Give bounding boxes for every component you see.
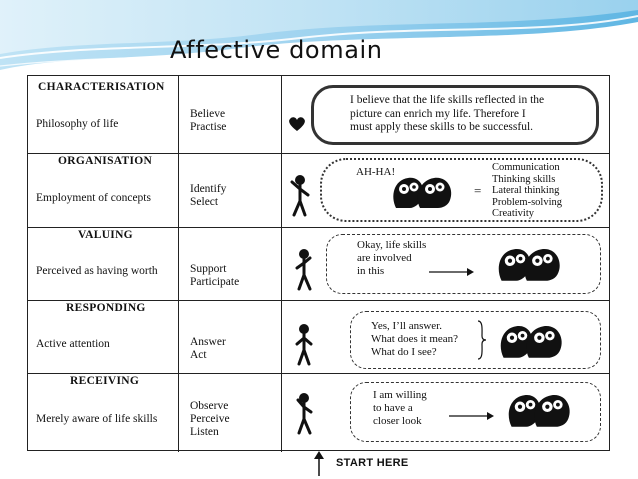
bubble-line: must apply these skills to be successful…: [350, 121, 534, 133]
equals-sign: =: [474, 183, 482, 198]
level-name: RECEIVING: [70, 375, 140, 387]
verb: Believe: [190, 108, 226, 120]
level-row-organisation: ORGANISATION Employment of concepts Iden…: [28, 154, 609, 228]
skill-item: Communication: [492, 162, 560, 173]
bubble-line: picture can enrich my life. Therefore I: [350, 107, 526, 120]
level-verbs: Observe Perceive Listen: [190, 400, 230, 439]
level-description: Active attention: [36, 338, 110, 350]
thought-bubble: AH-HA! = Communication Thinking skills L…: [320, 158, 603, 222]
level-description: Perceived as having worth: [36, 265, 158, 277]
stick-figure-icon: [296, 393, 313, 435]
arrow-right-icon: [429, 268, 474, 276]
slide-header: Affective domain: [0, 0, 638, 78]
thinking-heads-icon: [500, 325, 562, 358]
bubble-line: AH-HA!: [356, 166, 396, 178]
speech-bubble: I am willing to have a closer look: [350, 382, 601, 442]
bubble-line: to have a: [373, 402, 413, 414]
bubble-line: Yes, I’ll answer.: [371, 320, 442, 332]
level-verbs: Support Participate: [190, 263, 239, 289]
verb: Listen: [190, 426, 219, 438]
level-verbs: Identify Select: [190, 183, 226, 209]
level-verbs: Answer Act: [190, 336, 226, 362]
stick-figure-icon: [290, 175, 310, 217]
verb: Participate: [190, 276, 240, 288]
thinking-heads-icon: [393, 177, 452, 208]
speech-bubble: Yes, I’ll answer. What does it mean? Wha…: [350, 311, 601, 369]
level-verbs: Believe Practise: [190, 108, 226, 134]
bubble-line: in this: [357, 265, 385, 277]
bubble-line: are involved: [357, 252, 412, 264]
bubble-line: What do I see?: [371, 346, 437, 358]
thinking-heads-icon: [498, 248, 560, 281]
verb: Observe: [190, 400, 229, 412]
bubble-line: closer look: [373, 415, 422, 427]
speech-bubble: I believe that the life skills reflected…: [311, 85, 599, 145]
level-name: VALUING: [78, 229, 133, 241]
level-name: RESPONDING: [66, 302, 146, 314]
verb: Support: [190, 263, 227, 275]
slide-title: Affective domain: [170, 36, 383, 64]
level-description: Philosophy of life: [36, 118, 119, 130]
skill-item: Thinking skills: [492, 173, 556, 185]
verb: Answer: [190, 336, 226, 348]
arrow-up-icon: [314, 451, 324, 476]
level-row-receiving: RECEIVING Merely aware of life skills Ob…: [28, 374, 609, 452]
bubble-line: What does it mean?: [371, 333, 459, 345]
speech-bubble: Okay, life skills are involved in this: [326, 234, 601, 294]
heart-icon: [289, 117, 305, 131]
level-name: ORGANISATION: [58, 155, 153, 167]
bubble-line: Okay, life skills: [357, 239, 427, 251]
verb: Perceive: [190, 413, 230, 425]
skill-item: Lateral thinking: [492, 185, 560, 196]
bubble-line: I am willing: [373, 389, 427, 401]
level-description: Employment of concepts: [36, 192, 151, 204]
level-row-responding: RESPONDING Active attention Answer Act Y…: [28, 301, 609, 374]
brace-icon: [477, 320, 487, 360]
verb: Act: [190, 349, 207, 361]
verb: Practise: [190, 121, 227, 133]
level-name: CHARACTERISATION: [38, 81, 165, 93]
thinking-heads-icon: [508, 394, 570, 427]
stick-figure-icon: [295, 249, 312, 291]
skill-item: Creativity: [492, 208, 534, 219]
skill-item: Problem-solving: [492, 196, 562, 208]
affective-levels-table: CHARACTERISATION Philosophy of life Beli…: [27, 75, 610, 452]
verb: Select: [190, 196, 219, 208]
header-swoosh-decoration: [0, 0, 638, 78]
start-here-label: START HERE: [336, 457, 409, 469]
level-row-characterisation: CHARACTERISATION Philosophy of life Beli…: [28, 76, 609, 154]
stick-figure-icon: [295, 324, 313, 366]
level-description: Merely aware of life skills: [36, 413, 158, 425]
bubble-line: I believe that the life skills reflected…: [350, 94, 545, 106]
arrow-right-icon: [449, 412, 494, 420]
level-row-valuing: VALUING Perceived as having worth Suppor…: [28, 228, 609, 301]
verb: Identify: [190, 183, 227, 195]
